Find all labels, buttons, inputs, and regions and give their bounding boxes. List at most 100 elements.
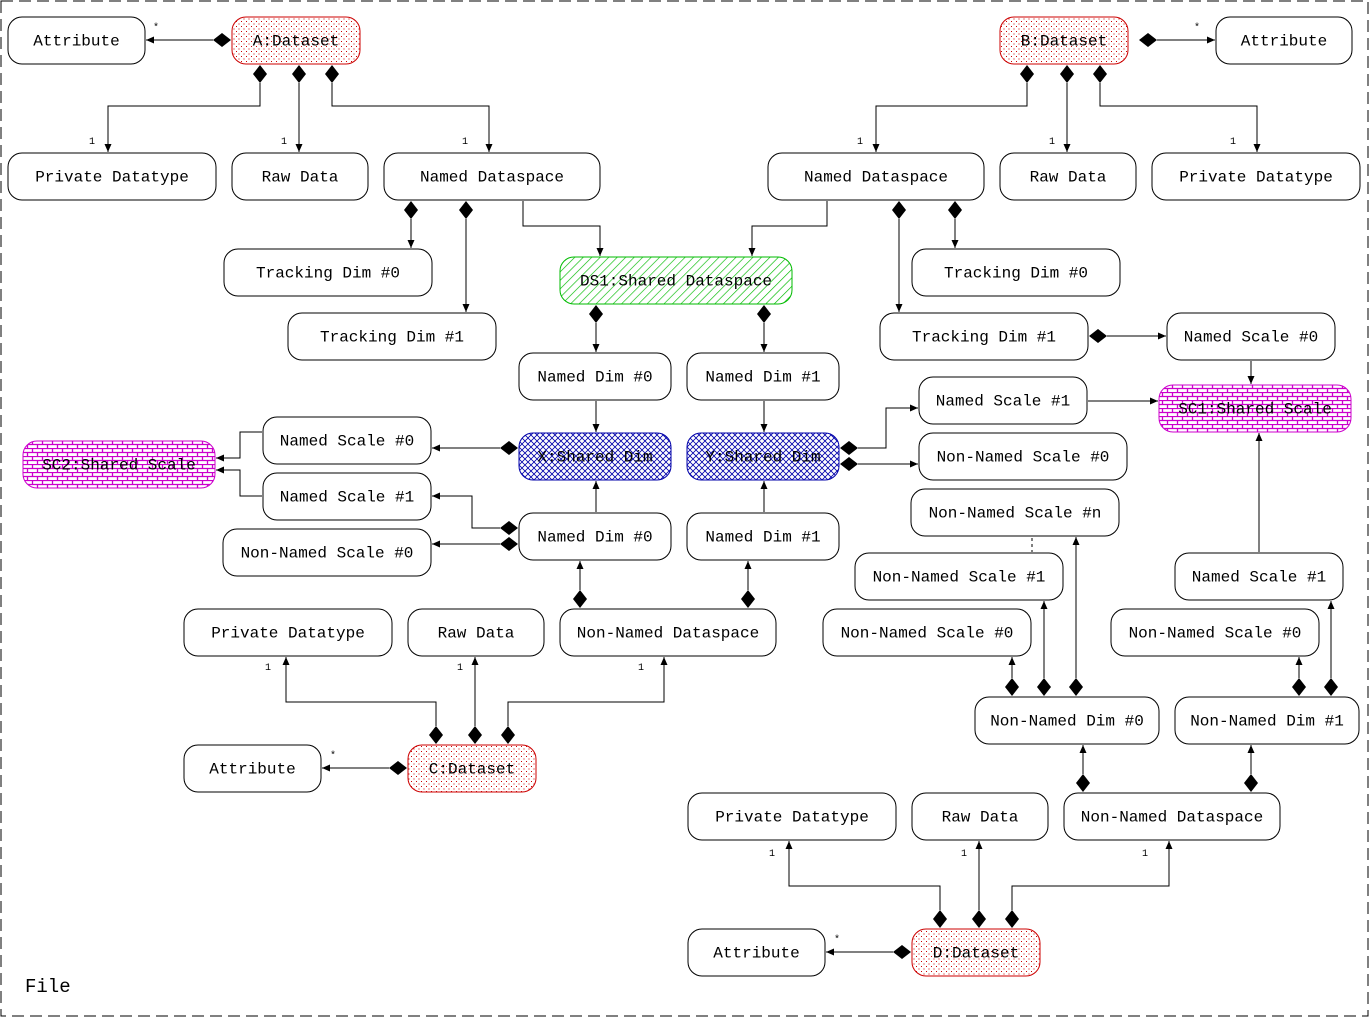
arrowhead bbox=[1295, 657, 1303, 665]
node-label: Tracking Dim #0 bbox=[944, 265, 1088, 283]
composition-diamond bbox=[741, 590, 755, 608]
node-label: Tracking Dim #1 bbox=[320, 329, 464, 347]
node-label: Named Dataspace bbox=[804, 169, 948, 187]
node-attribute: Attribute bbox=[7, 16, 146, 65]
node-raw-data: Raw Data bbox=[911, 792, 1049, 841]
node-box bbox=[911, 248, 1121, 297]
node-non-named-dataspace: Non-Named Dataspace bbox=[1063, 792, 1281, 841]
composition-diamond bbox=[292, 65, 306, 83]
node-private-datatype: Private Datatype bbox=[1151, 152, 1361, 201]
arrowhead bbox=[1327, 601, 1335, 609]
node-label: Attribute bbox=[1241, 33, 1327, 51]
arrowhead bbox=[951, 240, 959, 248]
arrowhead bbox=[104, 144, 112, 152]
association-edge bbox=[872, 65, 1034, 152]
node-non-named-scale-1: Non-Named Scale #1 bbox=[854, 552, 1064, 601]
node-label: Private Datatype bbox=[1179, 169, 1333, 187]
node-box bbox=[1151, 152, 1361, 201]
arrowhead bbox=[322, 764, 330, 772]
node-label: Private Datatype bbox=[211, 625, 365, 643]
arrowhead bbox=[485, 144, 493, 152]
arrowhead bbox=[282, 657, 290, 665]
association-edge bbox=[432, 537, 518, 551]
node-label: Tracking Dim #0 bbox=[256, 265, 400, 283]
node-named-scale-1: Named Scale #1 bbox=[262, 472, 432, 521]
association-edge bbox=[1139, 33, 1215, 47]
node-label: Non-Named Scale #0 bbox=[1129, 625, 1302, 643]
arrowhead bbox=[407, 240, 415, 248]
node-box bbox=[262, 472, 432, 521]
association-edge bbox=[325, 65, 493, 152]
node-box bbox=[879, 312, 1089, 361]
composition-diamond bbox=[500, 521, 518, 535]
node-box bbox=[1063, 792, 1281, 841]
node-box bbox=[854, 552, 1064, 601]
node-label: Non-Named Scale #0 bbox=[841, 625, 1014, 643]
arrowhead bbox=[1008, 657, 1016, 665]
node-box bbox=[910, 488, 1120, 537]
edge-line bbox=[107, 83, 261, 152]
node-label: D:Dataset bbox=[933, 945, 1019, 963]
arrowhead bbox=[1040, 601, 1048, 609]
arrowhead bbox=[826, 948, 834, 956]
composition-diamond bbox=[500, 537, 518, 551]
node-named-dim-1: Named Dim #1 bbox=[686, 352, 840, 401]
node-non-named-scale-0: Non-Named Scale #0 bbox=[822, 608, 1032, 657]
node-box bbox=[687, 792, 897, 841]
arrowhead bbox=[1072, 537, 1080, 545]
node-tracking-dim-1: Tracking Dim #1 bbox=[287, 312, 497, 361]
arrowhead bbox=[1247, 745, 1255, 753]
node-box bbox=[518, 432, 672, 481]
node-box bbox=[686, 512, 840, 561]
arrowhead bbox=[1079, 745, 1087, 753]
node-box bbox=[7, 16, 146, 65]
node-label: SC1:Shared Scale bbox=[1178, 401, 1332, 419]
association-edge bbox=[757, 305, 771, 352]
node-label: Raw Data bbox=[942, 809, 1019, 827]
arrowhead bbox=[592, 424, 600, 432]
edge-line bbox=[858, 407, 918, 449]
association-edge bbox=[104, 65, 267, 152]
node-named-scale-0: Named Scale #0 bbox=[1166, 312, 1336, 361]
node-attribute: Attribute bbox=[687, 928, 826, 977]
composition-diamond bbox=[500, 441, 518, 455]
multiplicity-label: * bbox=[153, 22, 159, 34]
node-tracking-dim-1: Tracking Dim #1 bbox=[879, 312, 1089, 361]
node-box bbox=[999, 152, 1137, 201]
edge-line bbox=[1011, 841, 1170, 910]
composition-diamond bbox=[1292, 678, 1306, 696]
node-label: Non-Named Dim #0 bbox=[990, 713, 1144, 731]
association-edge bbox=[522, 201, 604, 256]
arrowhead bbox=[760, 424, 768, 432]
association-edge bbox=[1089, 329, 1166, 343]
edge-line bbox=[331, 83, 490, 152]
arrowhead bbox=[295, 144, 303, 152]
node-box bbox=[1166, 312, 1336, 361]
node-label: Private Datatype bbox=[715, 809, 869, 827]
node-box bbox=[231, 152, 369, 201]
node-label: A:Dataset bbox=[253, 33, 339, 51]
node-label: B:Dataset bbox=[1021, 33, 1107, 51]
composition-diamond bbox=[1093, 65, 1107, 83]
arrowhead bbox=[576, 561, 584, 569]
association-edge bbox=[216, 431, 262, 462]
node-named-dim-0: Named Dim #0 bbox=[518, 352, 672, 401]
arrowhead bbox=[1158, 332, 1166, 340]
node-label: Raw Data bbox=[262, 169, 339, 187]
association-edge bbox=[748, 201, 828, 256]
node-d-dataset: D:Dataset bbox=[911, 928, 1041, 977]
arrowhead bbox=[1207, 36, 1215, 44]
node-box bbox=[1110, 608, 1320, 657]
arrowhead bbox=[760, 344, 768, 352]
composition-diamond bbox=[459, 201, 473, 219]
node-raw-data: Raw Data bbox=[231, 152, 369, 201]
node-x-shared-dim: X:Shared Dim bbox=[518, 432, 672, 481]
arrowhead bbox=[432, 540, 440, 548]
association-edge bbox=[760, 481, 768, 512]
node-label: Attribute bbox=[33, 33, 119, 51]
edge-line bbox=[875, 83, 1028, 152]
composition-diamond bbox=[389, 761, 407, 775]
multiplicity-label: 1 bbox=[857, 137, 863, 148]
